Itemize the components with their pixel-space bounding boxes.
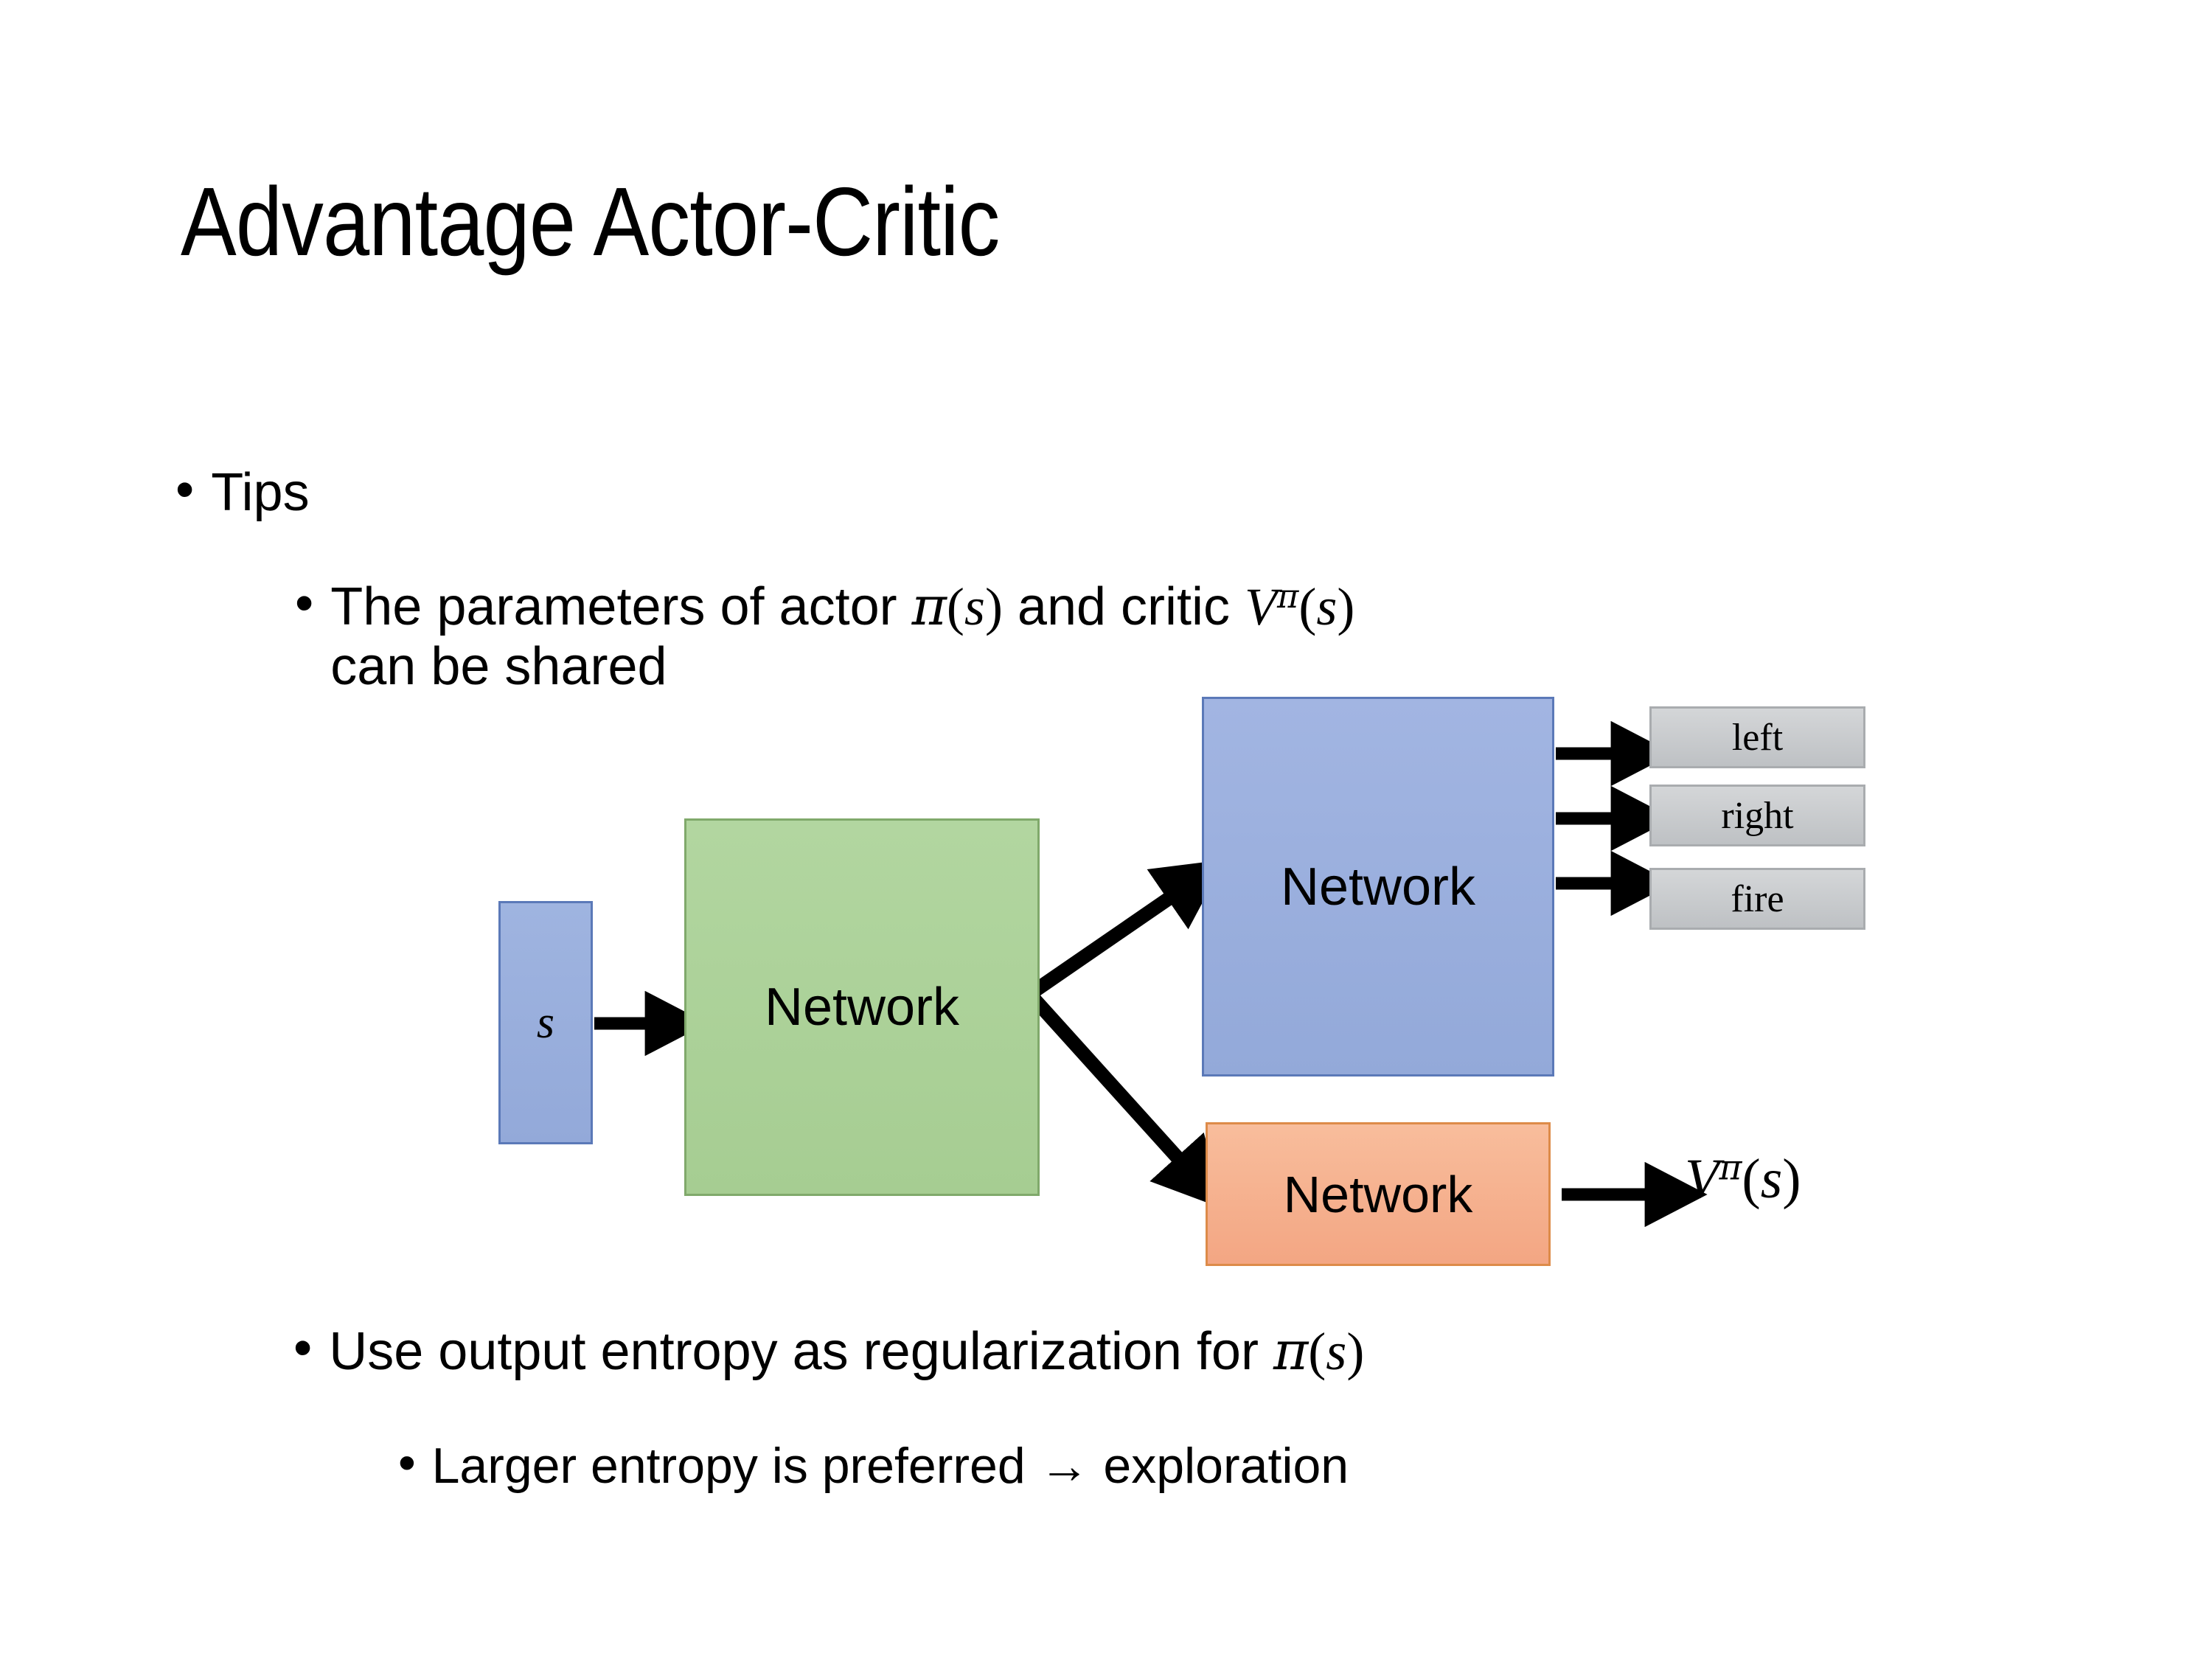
value-function-output: Vπ(s)	[1685, 1147, 1801, 1211]
input-state-box: s	[498, 901, 593, 1144]
state-variable-s: s	[1316, 577, 1338, 636]
pi-symbol: π	[1273, 1320, 1309, 1382]
bullet-glyph: •	[295, 574, 314, 633]
critic-network-box: Network	[1206, 1122, 1551, 1266]
action-output-fire-label: fire	[1731, 877, 1784, 920]
bullet-shared-parameters-text: The parameters of actor π(s) and critic …	[330, 577, 2048, 696]
action-output-right-label: right	[1721, 794, 1794, 837]
bullet-glyph: •	[175, 460, 195, 519]
value-function-superscript-pi: π	[1719, 1147, 1742, 1189]
shared-network-label: Network	[764, 978, 960, 1037]
bullet-larger-entropy: • Larger entropy is preferred → explorat…	[398, 1438, 1349, 1494]
actor-network-label: Network	[1280, 857, 1476, 917]
actor-network-box: Network	[1202, 697, 1554, 1077]
value-function-symbol: V	[1685, 1148, 1719, 1210]
action-output-left-label: left	[1731, 716, 1784, 759]
bullet-glyph: •	[398, 1435, 416, 1491]
state-variable-s: s	[1326, 1322, 1347, 1381]
shared-network-box: Network	[684, 818, 1040, 1196]
bullet-glyph: •	[293, 1318, 313, 1377]
value-function-superscript-pi: π	[1277, 577, 1299, 616]
action-output-fire: fire	[1649, 868, 1865, 930]
shared-params-middle: and critic	[1002, 577, 1245, 636]
bullet-entropy-regularization: • Use output entropy as regularization f…	[293, 1321, 1364, 1382]
pi-symbol: π	[911, 575, 947, 637]
bullet-larger-entropy-label: Larger entropy is preferred → exploratio…	[431, 1438, 1349, 1494]
critic-network-label: Network	[1283, 1165, 1473, 1223]
paren-open: (	[1308, 1322, 1326, 1381]
page-title: Advantage Actor-Critic	[181, 167, 1000, 276]
entropy-prefix: Use output entropy as regularization for	[329, 1322, 1273, 1381]
action-output-right: right	[1649, 785, 1865, 846]
bullet-shared-parameters: • The parameters of actor π(s) and criti…	[295, 577, 2079, 696]
state-variable-s: s	[1760, 1148, 1783, 1210]
bullet-tips-label: Tips	[211, 463, 310, 522]
paren-close: )	[984, 577, 1003, 636]
paren-close: )	[1782, 1148, 1801, 1210]
input-state-label: s	[536, 997, 555, 1048]
paren-open: (	[1742, 1148, 1761, 1210]
paren-open: (	[946, 577, 964, 636]
arrow-shared-to-critic	[1026, 992, 1224, 1209]
state-variable-s: s	[964, 577, 985, 636]
paren-close: )	[1346, 1322, 1365, 1381]
bullet-tips: • Tips	[175, 463, 310, 523]
bullet-entropy-text: Use output entropy as regularization for…	[329, 1321, 1364, 1382]
shared-params-prefix: The parameters of actor	[330, 577, 912, 636]
action-output-left: left	[1649, 706, 1865, 768]
arrow-shared-to-actor	[1028, 859, 1225, 998]
paren-close: )	[1337, 577, 1355, 636]
paren-open: (	[1298, 577, 1317, 636]
shared-params-tail: can be shared	[330, 636, 667, 696]
value-function-symbol: V	[1245, 577, 1278, 636]
